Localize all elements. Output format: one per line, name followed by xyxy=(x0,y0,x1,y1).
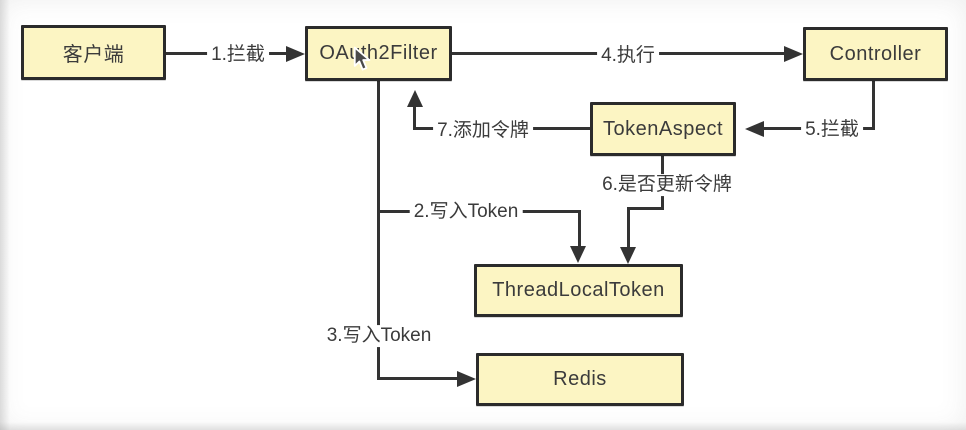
edge5-arrow-left-icon xyxy=(737,121,764,137)
edge3-arrow-right-icon xyxy=(457,371,484,387)
edge3-label: 3.写入Token xyxy=(322,325,436,347)
edge4-arrow-right-icon xyxy=(784,46,811,62)
edge2-line-vertical xyxy=(578,210,581,247)
node-client-label: 客户端 xyxy=(62,44,125,66)
node-redis-label: Redis xyxy=(553,368,607,390)
edge2-edge3-trunk-line xyxy=(377,80,380,380)
edge4-label: 4.执行 xyxy=(597,45,659,67)
edge5-label: 5.拦截 xyxy=(801,119,863,141)
node-controller-label: Controller xyxy=(829,42,922,65)
node-client: 客户端 xyxy=(21,25,166,80)
node-oauth2-filter-label: OAuth2Filter xyxy=(319,42,438,64)
edge7-arrow-up-icon xyxy=(407,82,423,107)
node-oauth2-filter: OAuth2Filter xyxy=(305,26,452,81)
edge7-line-vertical xyxy=(413,97,416,130)
node-controller: Controller xyxy=(803,27,948,81)
node-thread-local-token-label: ThreadLocalToken xyxy=(492,279,665,301)
edge6-line-vertical-lower xyxy=(627,207,630,248)
edge6-arrow-down-icon xyxy=(620,247,636,272)
edge1-arrow-right-icon xyxy=(286,46,313,62)
edge7-label: 7.添加令牌 xyxy=(433,120,533,142)
node-token-aspect: TokenAspect xyxy=(590,102,736,156)
edge2-arrow-down-icon xyxy=(570,246,586,271)
edge6-label: 6.是否更新令牌 xyxy=(598,174,736,196)
node-redis: Redis xyxy=(476,353,684,406)
edge6-line-jog xyxy=(627,207,664,210)
node-thread-local-token: ThreadLocalToken xyxy=(474,264,683,317)
edge3-line-horizontal xyxy=(377,377,459,380)
edge2-label: 2.写入Token xyxy=(409,201,523,223)
edge1-label: 1.拦截 xyxy=(207,44,269,66)
node-token-aspect-label: TokenAspect xyxy=(602,117,723,140)
edge5-line-vertical xyxy=(872,80,875,130)
